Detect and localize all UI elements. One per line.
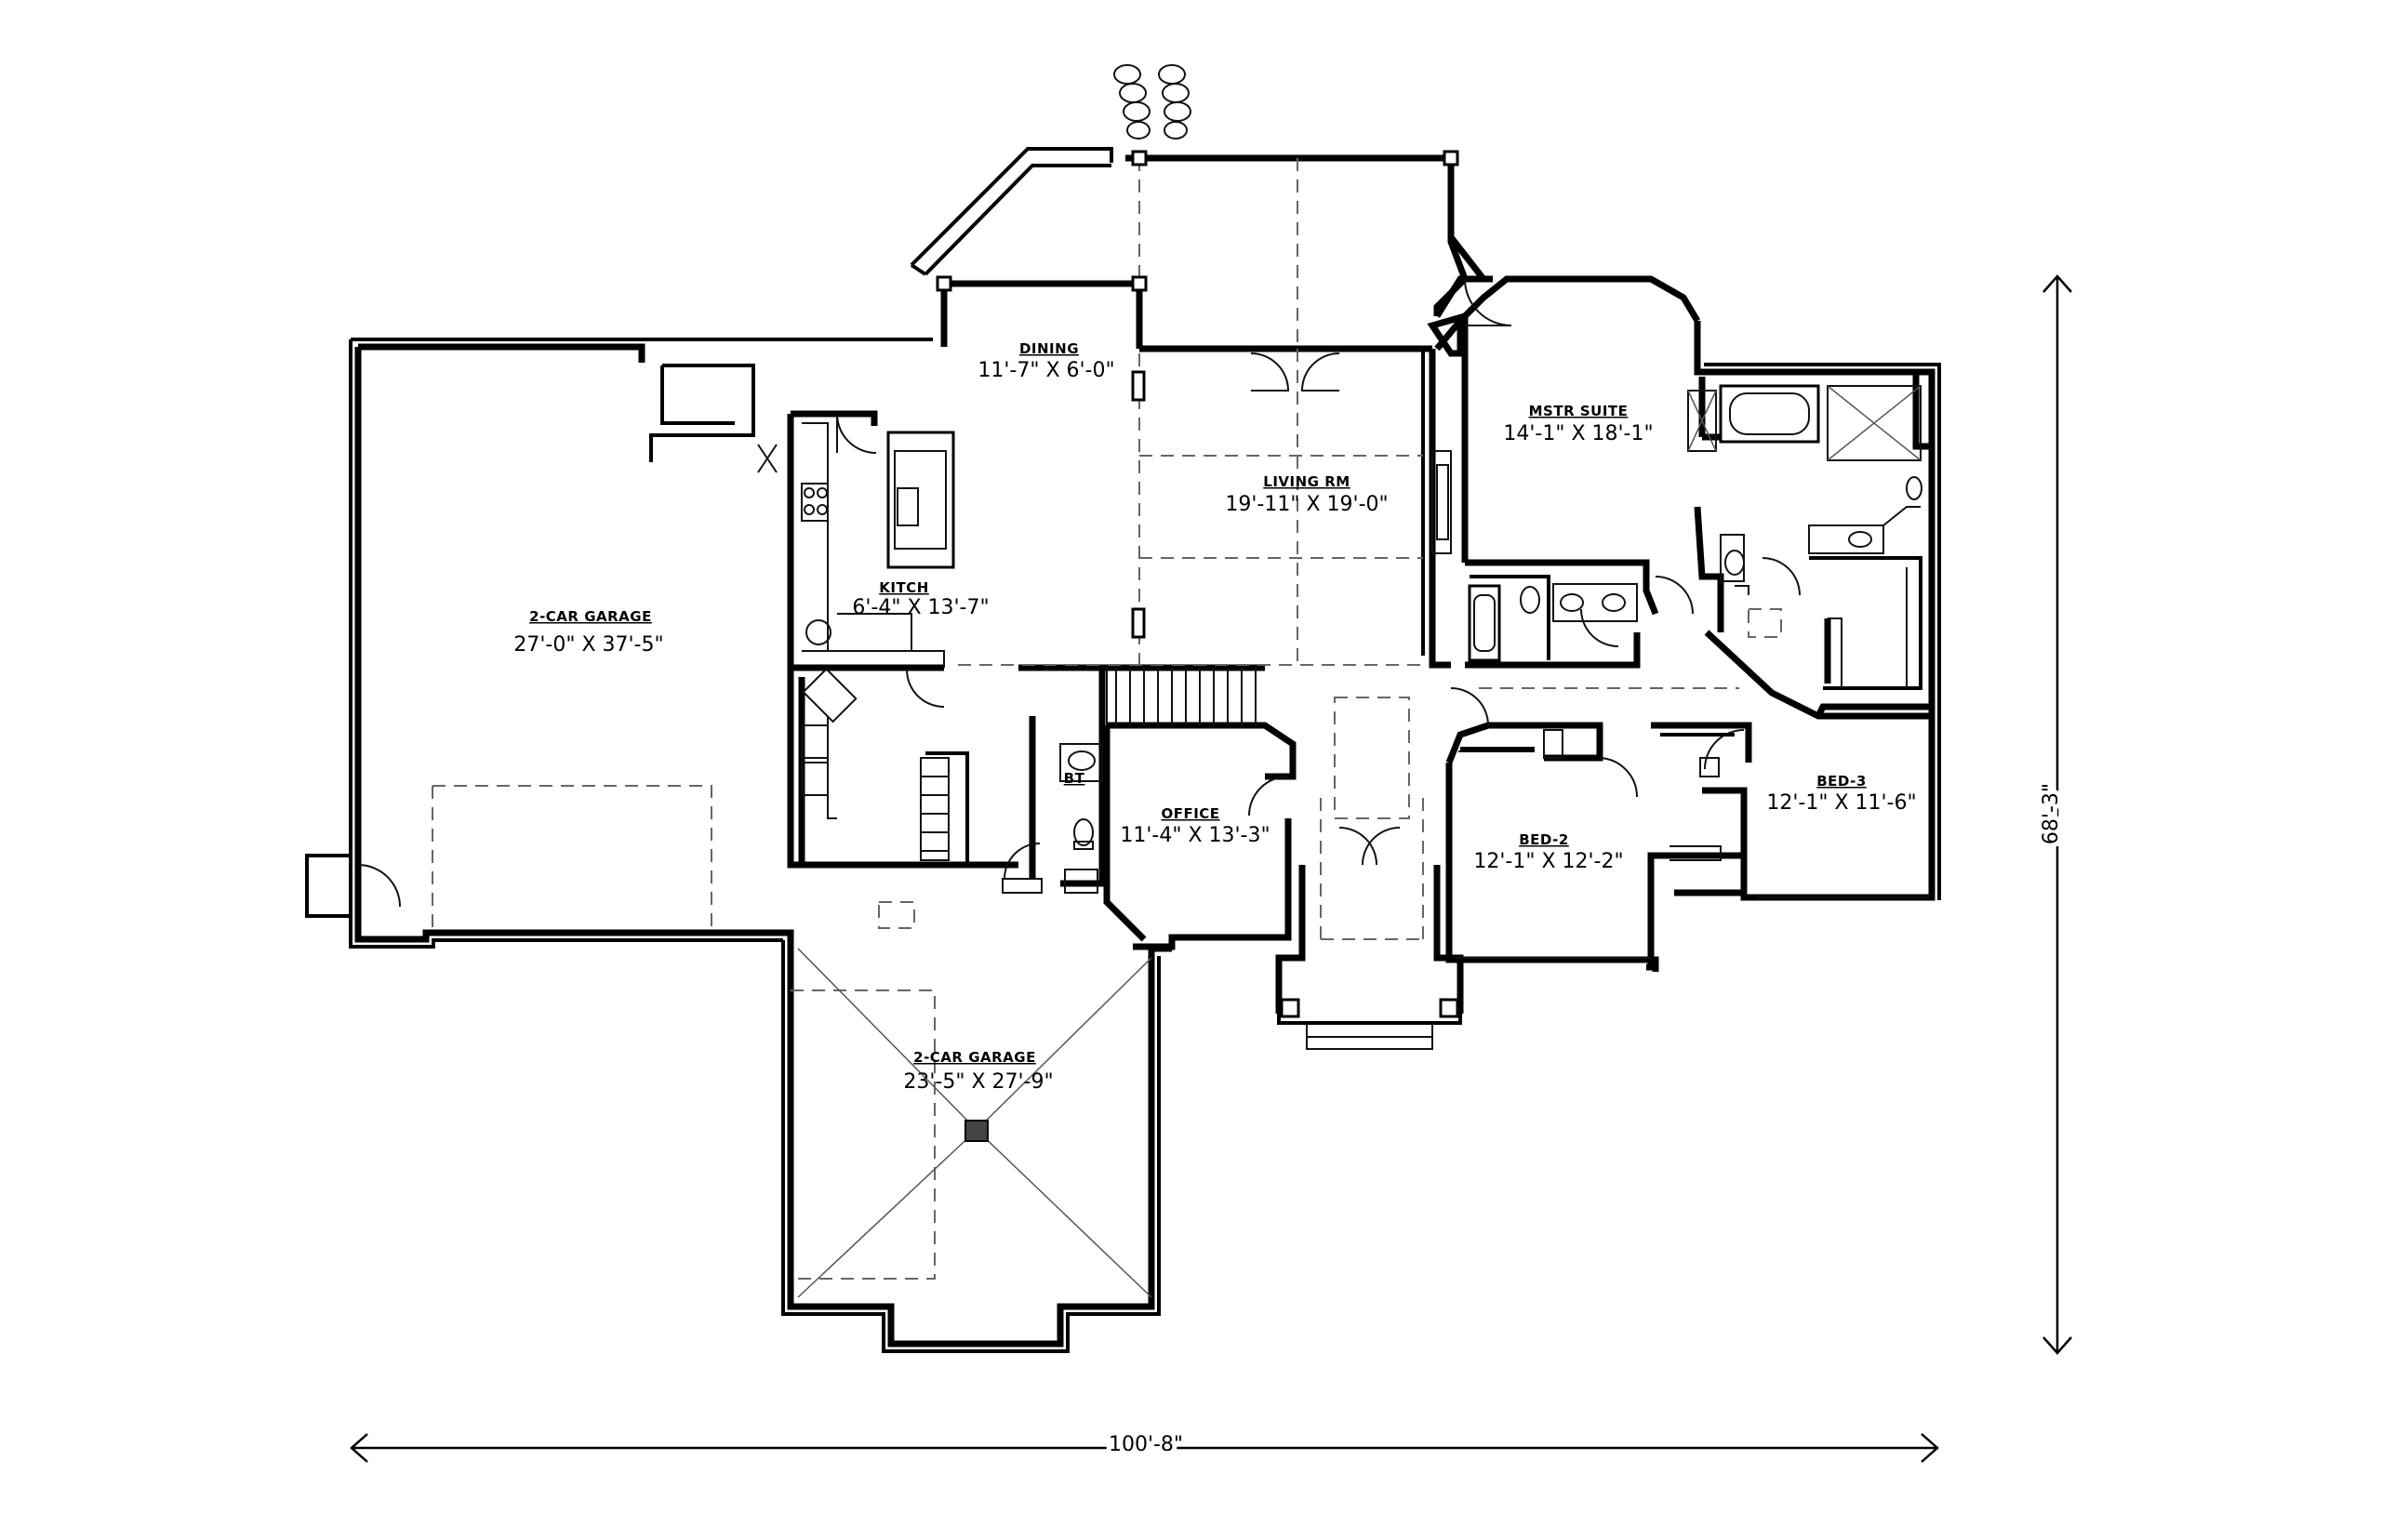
room-name: BED-2 xyxy=(1519,831,1569,848)
master-fixtures xyxy=(1431,384,1922,688)
room-bed2: BED-2 12'-1" X 12'-2" xyxy=(1473,831,1623,873)
cooktop-icon xyxy=(801,483,829,522)
room-labels: 2-CAR GARAGE 27'-0" X 37'-5" DINING 11'-… xyxy=(513,340,1916,1094)
soaking-tub-icon xyxy=(1719,384,1820,444)
exterior-walls xyxy=(349,147,1941,1353)
room-office: OFFICE 11'-4" X 13'-3" xyxy=(1120,805,1270,847)
width-label: 100'-8" xyxy=(1109,1433,1183,1456)
room-size: 27'-0" X 37'-5" xyxy=(513,633,663,657)
ceiling-lines xyxy=(432,158,1739,1280)
powder-bath-fixtures xyxy=(1002,743,1103,894)
corner-sink-icon xyxy=(805,619,831,645)
room-size: 14'-1" X 18'-1" xyxy=(1503,422,1653,445)
floor-drain-icon xyxy=(964,1120,989,1142)
side-stoop xyxy=(305,854,401,918)
room-size: 19'-11" X 19'-0" xyxy=(1225,493,1388,516)
washer-icon xyxy=(801,724,829,759)
room-name: 2-CAR GARAGE xyxy=(529,608,652,625)
room-name: KITCH xyxy=(879,579,929,596)
room-size: 12'-1" X 11'-6" xyxy=(1766,791,1916,815)
shower-icon xyxy=(1827,385,1922,461)
main-stair xyxy=(1106,668,1257,725)
room-name: BED-3 xyxy=(1816,773,1867,790)
room-living: LIVING RM 19'-11" X 19'-0" xyxy=(1225,473,1388,516)
dimension-depth: 68'-3" xyxy=(2035,274,2072,1355)
island-sink-icon xyxy=(897,487,919,526)
bath-label: BT xyxy=(1064,770,1085,787)
room-size: 11'-4" X 13'-3" xyxy=(1120,824,1270,847)
tree-icon xyxy=(1113,64,1191,139)
room-name: OFFICE xyxy=(1161,805,1219,822)
room-bed3: BED-3 12'-1" X 11'-6" xyxy=(1766,773,1916,815)
room-name: LIVING RM xyxy=(1263,473,1350,490)
depth-label: 68'-3" xyxy=(2040,783,2063,844)
toilet-icon xyxy=(1073,818,1094,846)
columns xyxy=(936,150,1459,639)
room-name: DINING xyxy=(1019,340,1079,357)
room-kitchen: KITCH 6'-4" X 13'-7" xyxy=(852,579,989,619)
room-garage-front: 2-CAR GARAGE 23'-5" X 27'-9" xyxy=(903,1049,1053,1094)
front-porch xyxy=(1277,790,1462,1050)
dryer-icon xyxy=(801,762,829,796)
room-master: MSTR SUITE 14'-1" X 18'-1" xyxy=(1503,403,1653,445)
room-size: 12'-1" X 12'-2" xyxy=(1473,850,1623,873)
fireplace-icon xyxy=(1436,464,1449,540)
bedroom-wing-details xyxy=(1456,729,1930,959)
kitchen-fixtures xyxy=(801,422,955,861)
garage-hip-lines xyxy=(797,901,1152,1298)
dimension-width: 100'-8" xyxy=(350,1428,1939,1463)
lavatory-icon xyxy=(1068,750,1096,771)
room-size: 23'-5" X 27'-9" xyxy=(903,1070,1053,1094)
interior-walls xyxy=(649,316,1932,887)
door-swings xyxy=(757,278,1801,880)
room-dining: DINING 11'-7" X 6'-0" xyxy=(978,340,1114,382)
room-size: 11'-7" X 6'-0" xyxy=(978,359,1114,382)
room-garage-left: 2-CAR GARAGE 27'-0" X 37'-5" xyxy=(513,608,663,657)
room-name: 2-CAR GARAGE xyxy=(913,1049,1036,1066)
room-name: MSTR SUITE xyxy=(1529,403,1629,419)
room-size: 6'-4" X 13'-7" xyxy=(852,596,989,619)
